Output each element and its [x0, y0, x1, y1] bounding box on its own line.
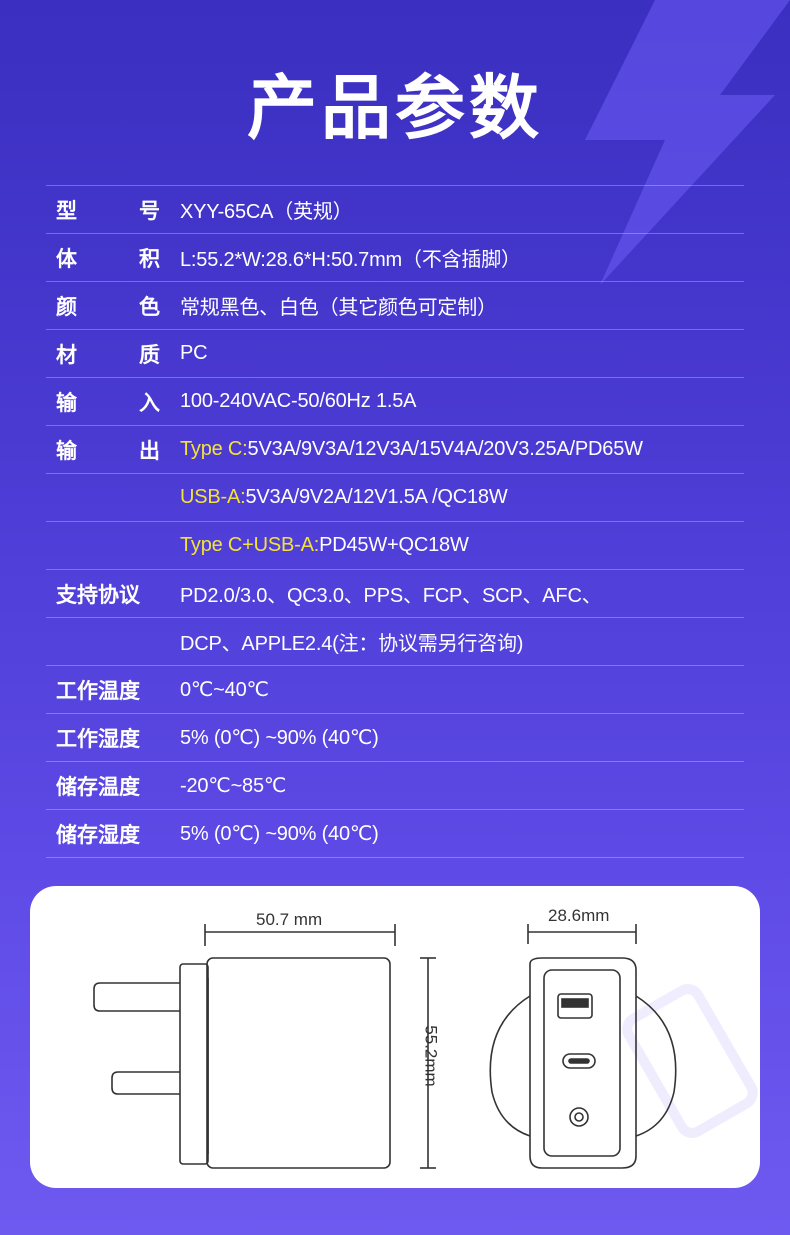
- spec-label: 材质: [56, 342, 160, 367]
- spec-row-material: 材质 PC: [46, 329, 744, 377]
- spec-label: 工作湿度: [56, 726, 140, 751]
- depth-dimension-label: 28.6mm: [548, 906, 610, 925]
- spec-row-output-combined: Type C+USB-A:PD45W+QC18W: [46, 521, 744, 569]
- spec-value: PC: [180, 342, 208, 364]
- spec-value: Type C:5V3A/9V3A/12V3A/15V4A/20V3.25A/PD…: [180, 438, 643, 461]
- spec-label: 型号: [56, 198, 160, 223]
- spec-label: 支持协议: [56, 582, 140, 607]
- height-dimension-label: 55.2mm: [421, 1025, 441, 1087]
- charger-dimension-drawing: [93, 924, 758, 1169]
- output-port-value: 5V3A/9V3A/12V3A/15V4A/20V3.25A/PD65W: [247, 438, 643, 460]
- spec-label: 颜色: [56, 294, 160, 319]
- spec-label: 储存温度: [56, 774, 140, 799]
- spec-row-storage-humidity: 储存湿度 5% (0℃) ~90% (40℃): [46, 809, 744, 858]
- spec-label: 输出: [56, 438, 160, 463]
- spec-table: 型号 XYY-65CA（英规） 体积 L:55.2*W:28.6*H:50.7m…: [46, 185, 744, 858]
- spec-row-color: 颜色 常规黑色、白色（其它颜色可定制）: [46, 281, 744, 329]
- width-dimension-label: 50.7 mm: [256, 910, 323, 929]
- spec-value: USB-A:5V3A/9V2A/12V1.5A /QC18W: [180, 486, 508, 509]
- spec-row-input: 输入 100-240VAC-50/60Hz 1.5A: [46, 377, 744, 425]
- spec-label: 储存湿度: [56, 822, 140, 847]
- page-title: 产品参数: [247, 67, 543, 149]
- lightning-bolt-icon: [585, 0, 790, 285]
- spec-row-protocols-cont: DCP、APPLE2.4(注：协议需另行咨询): [46, 617, 744, 665]
- spec-value: 常规黑色、白色（其它颜色可定制）: [180, 297, 497, 319]
- spec-value: Type C+USB-A:PD45W+QC18W: [180, 534, 469, 557]
- spec-value: 5% (0℃) ~90% (40℃): [180, 727, 379, 749]
- output-port-prefix: USB-A:: [180, 486, 246, 508]
- spec-row-storage-temp: 储存温度 -20℃~85℃: [46, 761, 744, 809]
- spec-row-output-usba: USB-A:5V3A/9V2A/12V1.5A /QC18W: [46, 473, 744, 521]
- output-port-value: PD45W+QC18W: [319, 534, 469, 556]
- spec-label: 输入: [56, 390, 160, 415]
- spec-value: -20℃~85℃: [180, 775, 287, 797]
- output-port-prefix: Type C:: [180, 438, 248, 460]
- spec-value: 5% (0℃) ~90% (40℃): [180, 823, 379, 845]
- spec-value: PD2.0/3.0、QC3.0、PPS、FCP、SCP、AFC、: [180, 585, 602, 607]
- spec-row-protocols: 支持协议 PD2.0/3.0、QC3.0、PPS、FCP、SCP、AFC、: [46, 569, 744, 617]
- spec-label: 工作温度: [56, 678, 140, 703]
- spec-row-op-humidity: 工作湿度 5% (0℃) ~90% (40℃): [46, 713, 744, 761]
- spec-row-size: 体积 L:55.2*W:28.6*H:50.7mm（不含插脚）: [46, 233, 744, 281]
- spec-value: XYY-65CA（英规）: [180, 201, 353, 223]
- spec-value: L:55.2*W:28.6*H:50.7mm（不含插脚）: [180, 249, 521, 271]
- spec-value: 100-240VAC-50/60Hz 1.5A: [180, 390, 417, 412]
- spec-row-output: 输出 Type C:5V3A/9V3A/12V3A/15V4A/20V3.25A…: [46, 425, 744, 473]
- output-port-value: 5V3A/9V2A/12V1.5A /QC18W: [245, 486, 508, 508]
- dimension-diagram-panel: 50.7 mm 28.6mm 55.2mm: [30, 886, 760, 1188]
- spec-row-model: 型号 XYY-65CA（英规）: [46, 185, 744, 233]
- spec-label: 体积: [56, 246, 160, 271]
- watermark-logo: [622, 984, 758, 1138]
- output-port-prefix: Type C+USB-A:: [180, 534, 320, 556]
- spec-row-op-temp: 工作温度 0℃~40℃: [46, 665, 744, 713]
- spec-value: 0℃~40℃: [180, 679, 269, 701]
- spec-value: DCP、APPLE2.4(注：协议需另行咨询): [180, 633, 524, 655]
